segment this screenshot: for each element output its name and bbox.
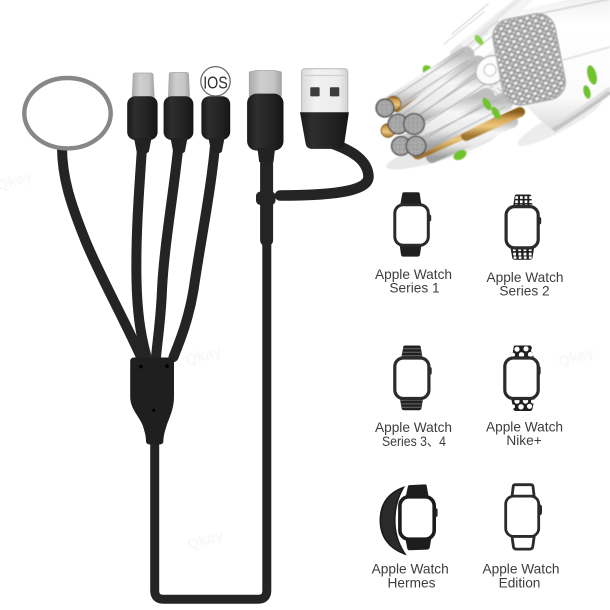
svg-text:Series 1: Series 1 — [389, 281, 439, 296]
svg-text:Apple Watch: Apple Watch — [372, 562, 449, 577]
svg-text:IOS: IOS — [203, 73, 228, 93]
svg-text:Apple Watch: Apple Watch — [375, 420, 452, 435]
svg-text:Apple Watch: Apple Watch — [375, 267, 452, 282]
svg-text:Apple Watch: Apple Watch — [486, 420, 563, 435]
svg-text:Edition: Edition — [499, 576, 541, 591]
svg-text:Series 3、4: Series 3、4 — [382, 434, 446, 449]
svg-text:Hermes: Hermes — [388, 576, 436, 591]
svg-text:Series 2: Series 2 — [499, 284, 549, 299]
svg-text:Apple Watch: Apple Watch — [486, 270, 563, 285]
svg-text:Apple Watch: Apple Watch — [482, 562, 559, 577]
svg-text:Nike+: Nike+ — [506, 433, 541, 448]
